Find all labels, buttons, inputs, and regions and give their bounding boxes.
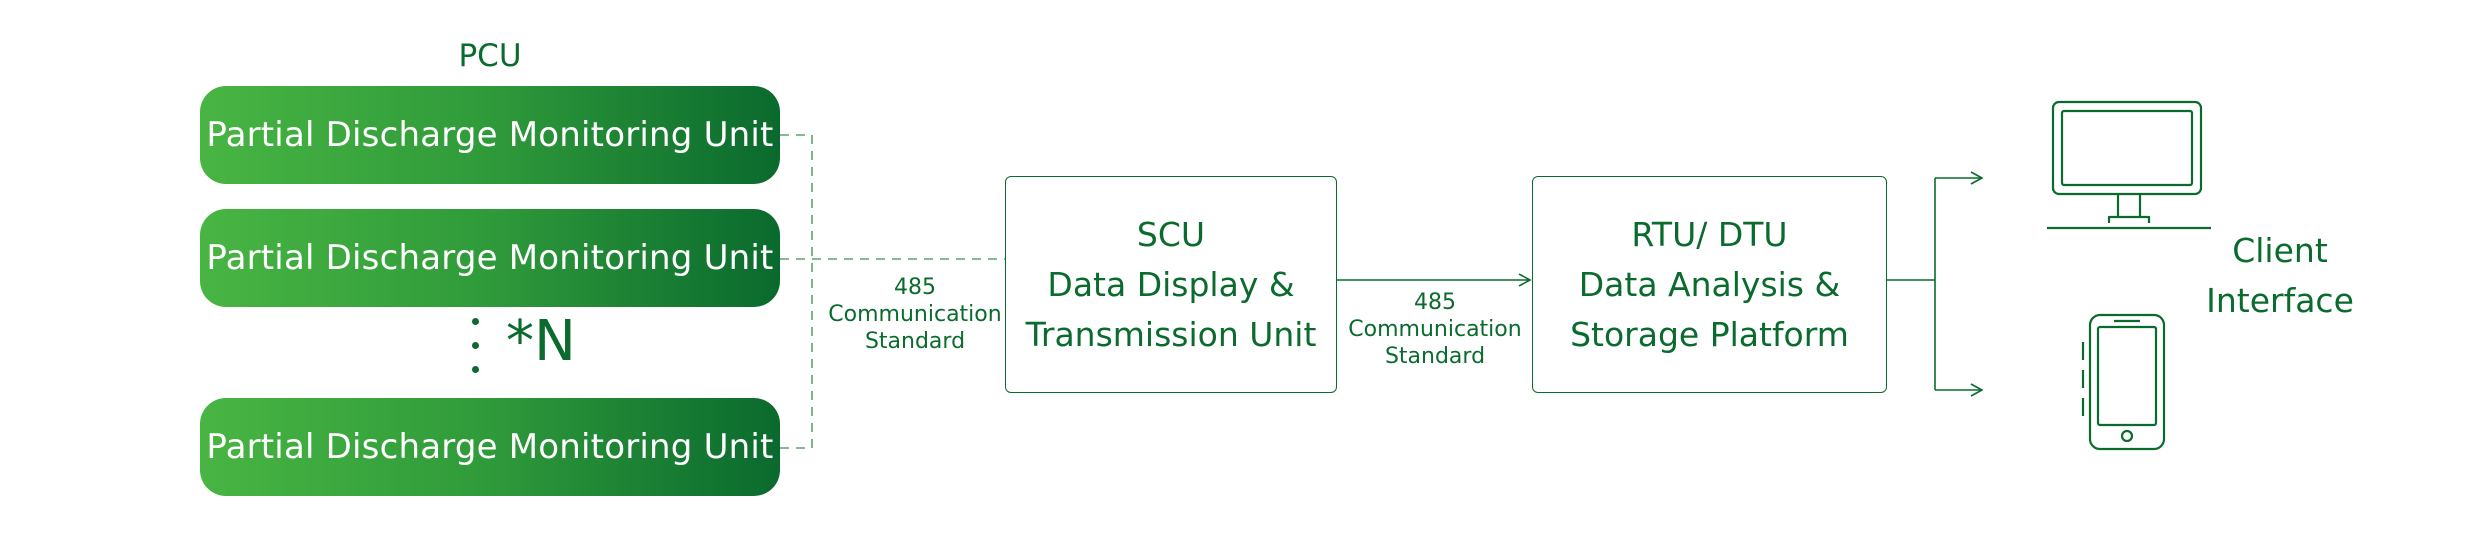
vertical-ellipsis-icon [468, 318, 482, 376]
rtu-title: RTU/ DTU [1631, 214, 1788, 254]
scu-desc-line: Data Display & [1047, 264, 1295, 304]
pd-monitoring-unit-n: Partial Discharge Monitoring Unit [200, 398, 780, 496]
client-label-line: Client [2232, 231, 2328, 270]
rtu-desc-line: Data Analysis & [1578, 264, 1841, 304]
link-label-line: Communication [1348, 317, 1522, 342]
pd-monitoring-unit-1: Partial Discharge Monitoring Unit [200, 86, 780, 184]
client-interface-label: Client Interface [2200, 226, 2360, 326]
scu-box: SCU Data Display & Transmission Unit [1005, 176, 1337, 393]
link-label-line: Communication [828, 302, 1002, 327]
scu-title: SCU [1136, 214, 1206, 254]
monitor-icon [2047, 100, 2211, 230]
smartphone-icon [2081, 313, 2166, 451]
client-branch [1886, 171, 1984, 397]
scu-desc-line: Transmission Unit [1025, 314, 1317, 354]
link-label-line: 485 [894, 275, 936, 300]
client-label-line: Interface [2206, 281, 2354, 320]
link-label-line: Standard [864, 329, 966, 354]
unit-multiplier: *N [506, 309, 576, 374]
link-label-pcu-scu: 485 Communication Standard [820, 274, 1010, 355]
link-label-scu-rtu: 485 Communication Standard [1340, 289, 1530, 370]
pd-monitoring-unit-2: Partial Discharge Monitoring Unit [200, 209, 780, 307]
dashed-bus [780, 134, 1005, 449]
link-label-line: 485 [1414, 290, 1456, 315]
rtu-desc-line: Storage Platform [1570, 314, 1849, 354]
rtu-box: RTU/ DTU Data Analysis & Storage Platfor… [1532, 176, 1887, 393]
pcu-title: PCU [458, 38, 522, 74]
link-label-line: Standard [1384, 344, 1486, 369]
